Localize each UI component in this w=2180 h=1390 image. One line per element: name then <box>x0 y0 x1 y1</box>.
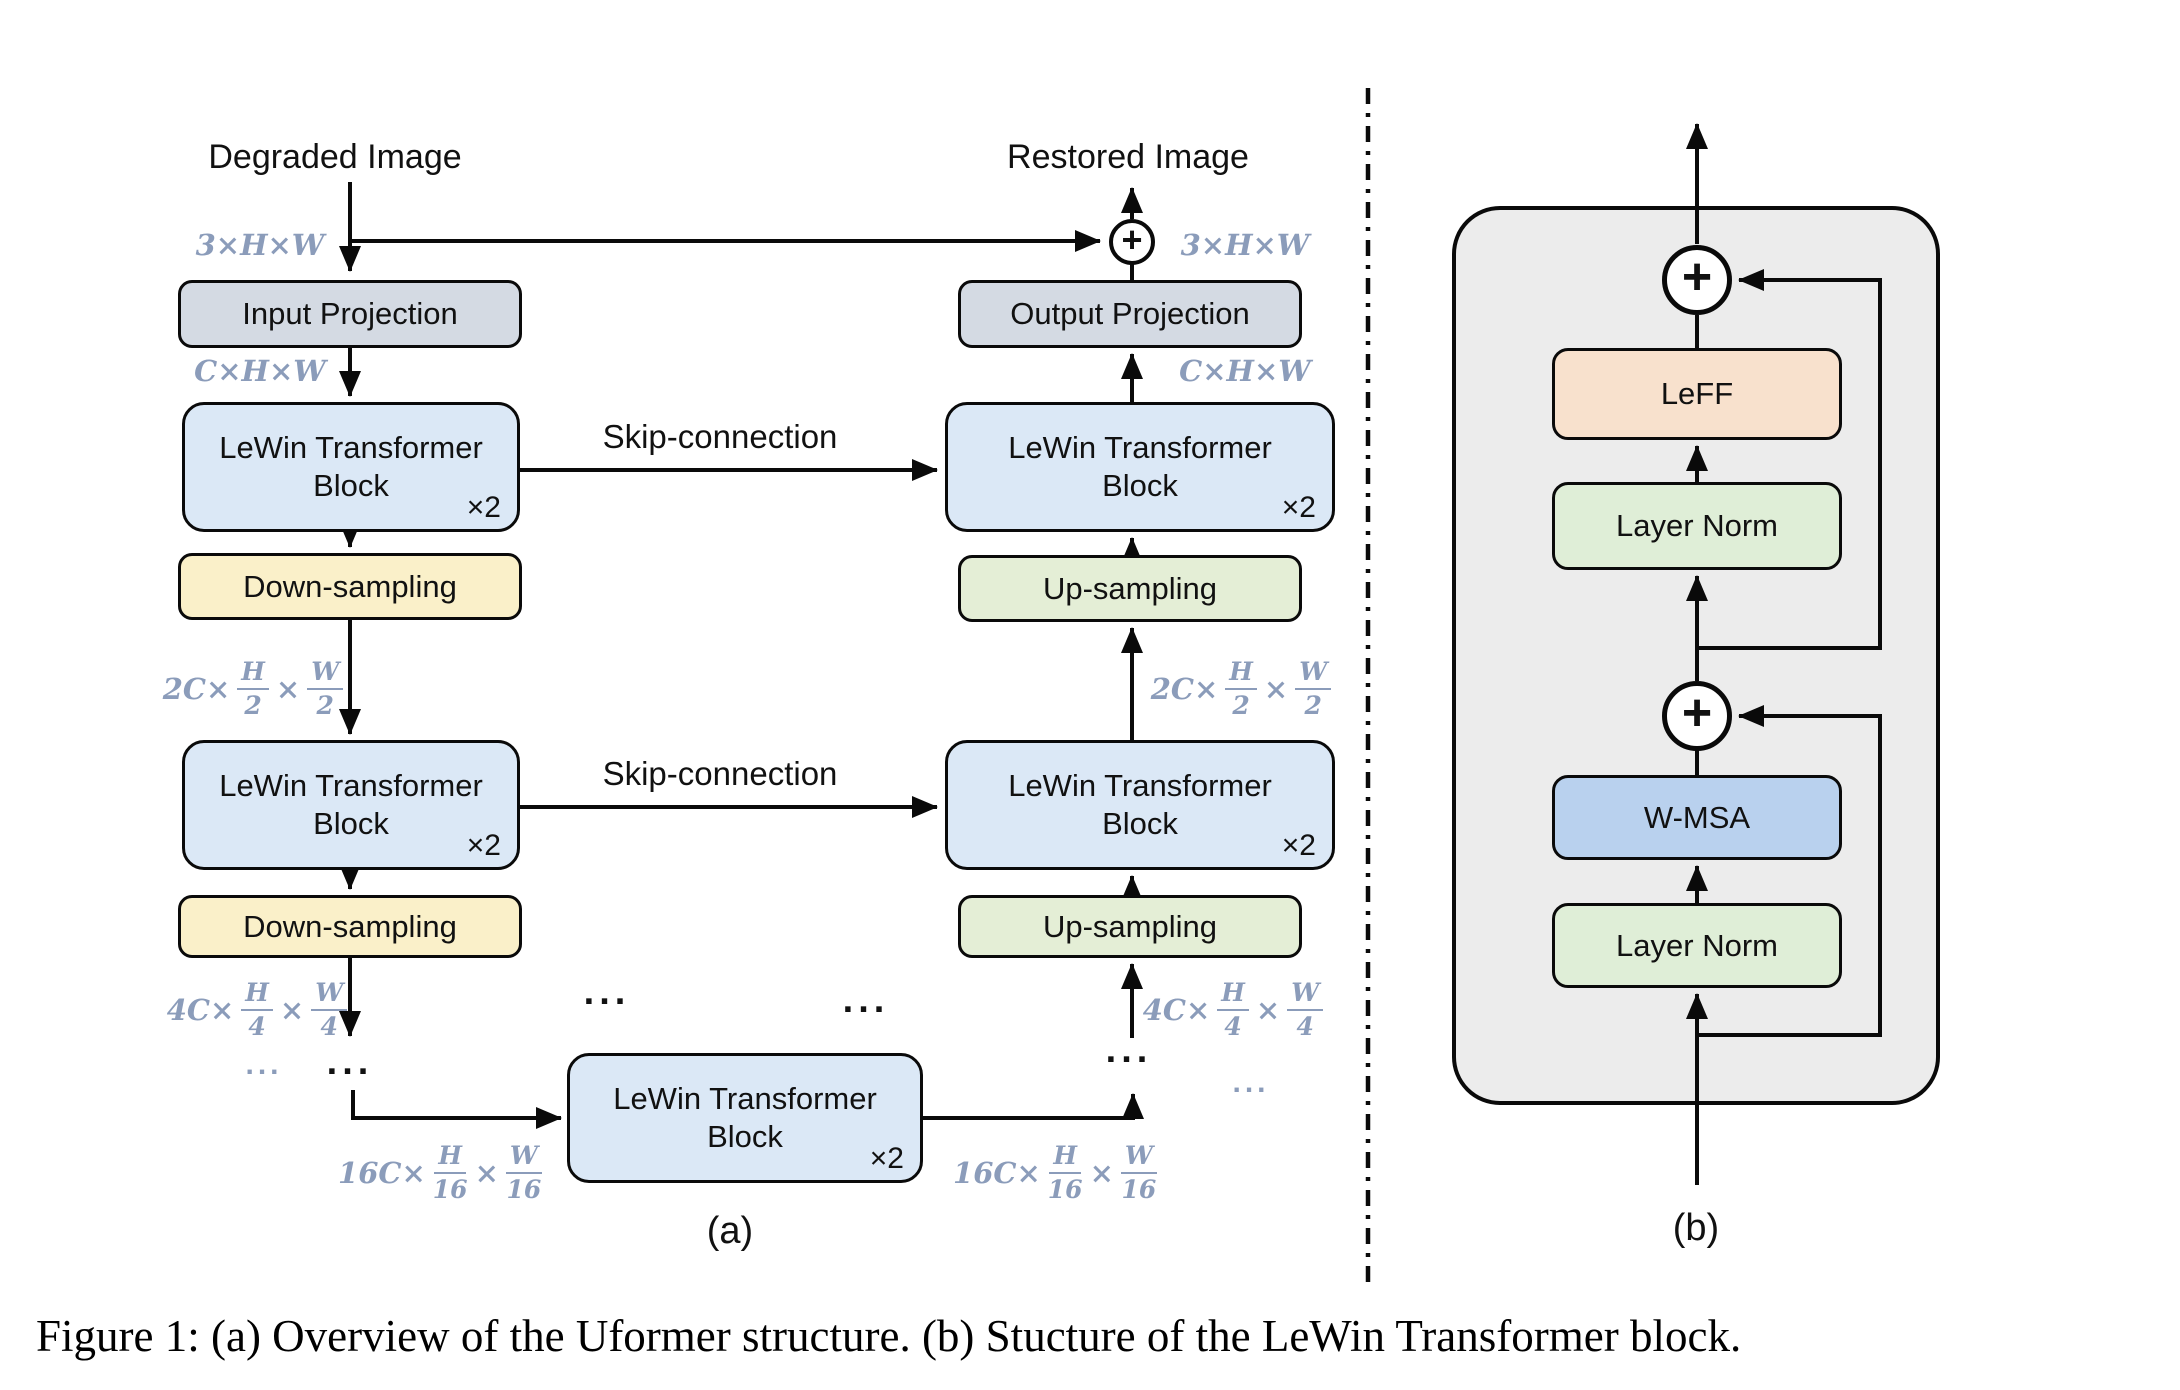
residual-rail-bottom <box>1697 705 1882 1037</box>
ellipsis-dec-black: ... <box>1105 1029 1153 1071</box>
skip-connection-label-2: Skip-connection <box>602 755 838 792</box>
panel-a-label: (a) <box>706 1210 754 1252</box>
add-icon: + <box>1109 219 1155 265</box>
add-icon-top: + <box>1662 245 1732 315</box>
repeat-badge: ×2 <box>1281 829 1316 862</box>
arrow-out-of-bottleneck <box>923 1093 1144 1120</box>
decoder-lewin-block-2: LeWin Transformer Block ×2 <box>945 740 1335 870</box>
decoder-lewin-block-1: LeWin Transformer Block ×2 <box>945 402 1335 532</box>
encoder-lewin-block-2: LeWin Transformer Block ×2 <box>182 740 520 870</box>
dim-label-dec-output: 3×H×W <box>1180 228 1310 262</box>
leff-box: LeFF <box>1552 348 1842 440</box>
encoder-lewin-block-1: LeWin Transformer Block ×2 <box>182 402 520 532</box>
output-projection-box: Output Projection <box>958 280 1302 348</box>
panel-b-label: (b) <box>1672 1207 1720 1249</box>
repeat-badge: ×2 <box>466 491 501 524</box>
ellipsis-dec-gray: ... <box>1232 1066 1270 1099</box>
arrow-into-bottleneck <box>351 1090 562 1129</box>
skip-connection-label-1: Skip-connection <box>602 418 838 455</box>
ellipsis-mid-left: ... <box>583 971 631 1013</box>
add-icon-bottom: + <box>1662 681 1732 751</box>
dim-label-dec-c: C×H×W <box>1179 354 1311 388</box>
layer-norm-top-box: Layer Norm <box>1552 482 1842 570</box>
ellipsis-mid-right: ... <box>842 979 890 1021</box>
ellipsis-enc-black: ... <box>326 1041 374 1083</box>
restored-image-label: Restored Image <box>1007 138 1249 176</box>
degraded-image-label: Degraded Image <box>208 138 462 176</box>
residual-rail-top <box>1697 269 1882 650</box>
bottleneck-lewin-block: LeWin Transformer Block ×2 <box>567 1053 923 1183</box>
downsampling-box-1: Down-sampling <box>178 553 522 620</box>
repeat-badge: ×2 <box>466 829 501 862</box>
upsampling-box-2: Up-sampling <box>958 895 1302 958</box>
input-projection-box: Input Projection <box>178 280 522 348</box>
layer-norm-bottom-box: Layer Norm <box>1552 903 1842 988</box>
repeat-badge: ×2 <box>1281 491 1316 524</box>
dim-label-enc-c: C×H×W <box>194 354 326 388</box>
wmsa-box: W-MSA <box>1552 775 1842 860</box>
upsampling-box-1: Up-sampling <box>958 555 1302 622</box>
figure-caption: Figure 1: (a) Overview of the Uformer st… <box>36 1311 1742 1361</box>
dim-label-enc-input: 3×H×W <box>195 228 325 262</box>
repeat-badge: ×2 <box>869 1142 904 1175</box>
downsampling-box-2: Down-sampling <box>178 895 522 958</box>
ellipsis-enc-gray: ... <box>245 1048 283 1081</box>
